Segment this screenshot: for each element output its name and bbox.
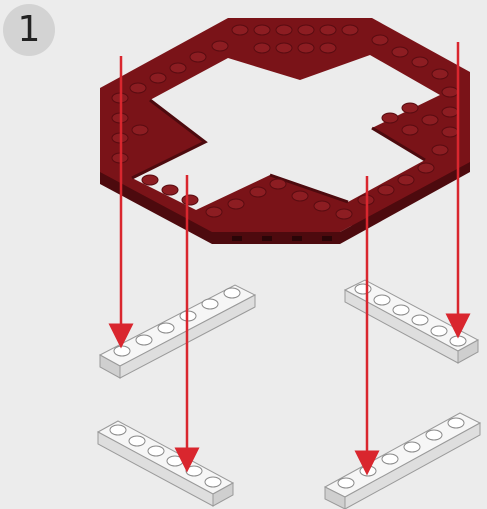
step-number: 1: [3, 4, 55, 56]
white-plate-lower-right: [325, 413, 480, 509]
white-plate-upper-left: [100, 285, 255, 378]
white-plate-lower-left: [98, 421, 233, 506]
step-badge: 1: [3, 4, 55, 56]
dark-red-frame: [100, 18, 470, 244]
